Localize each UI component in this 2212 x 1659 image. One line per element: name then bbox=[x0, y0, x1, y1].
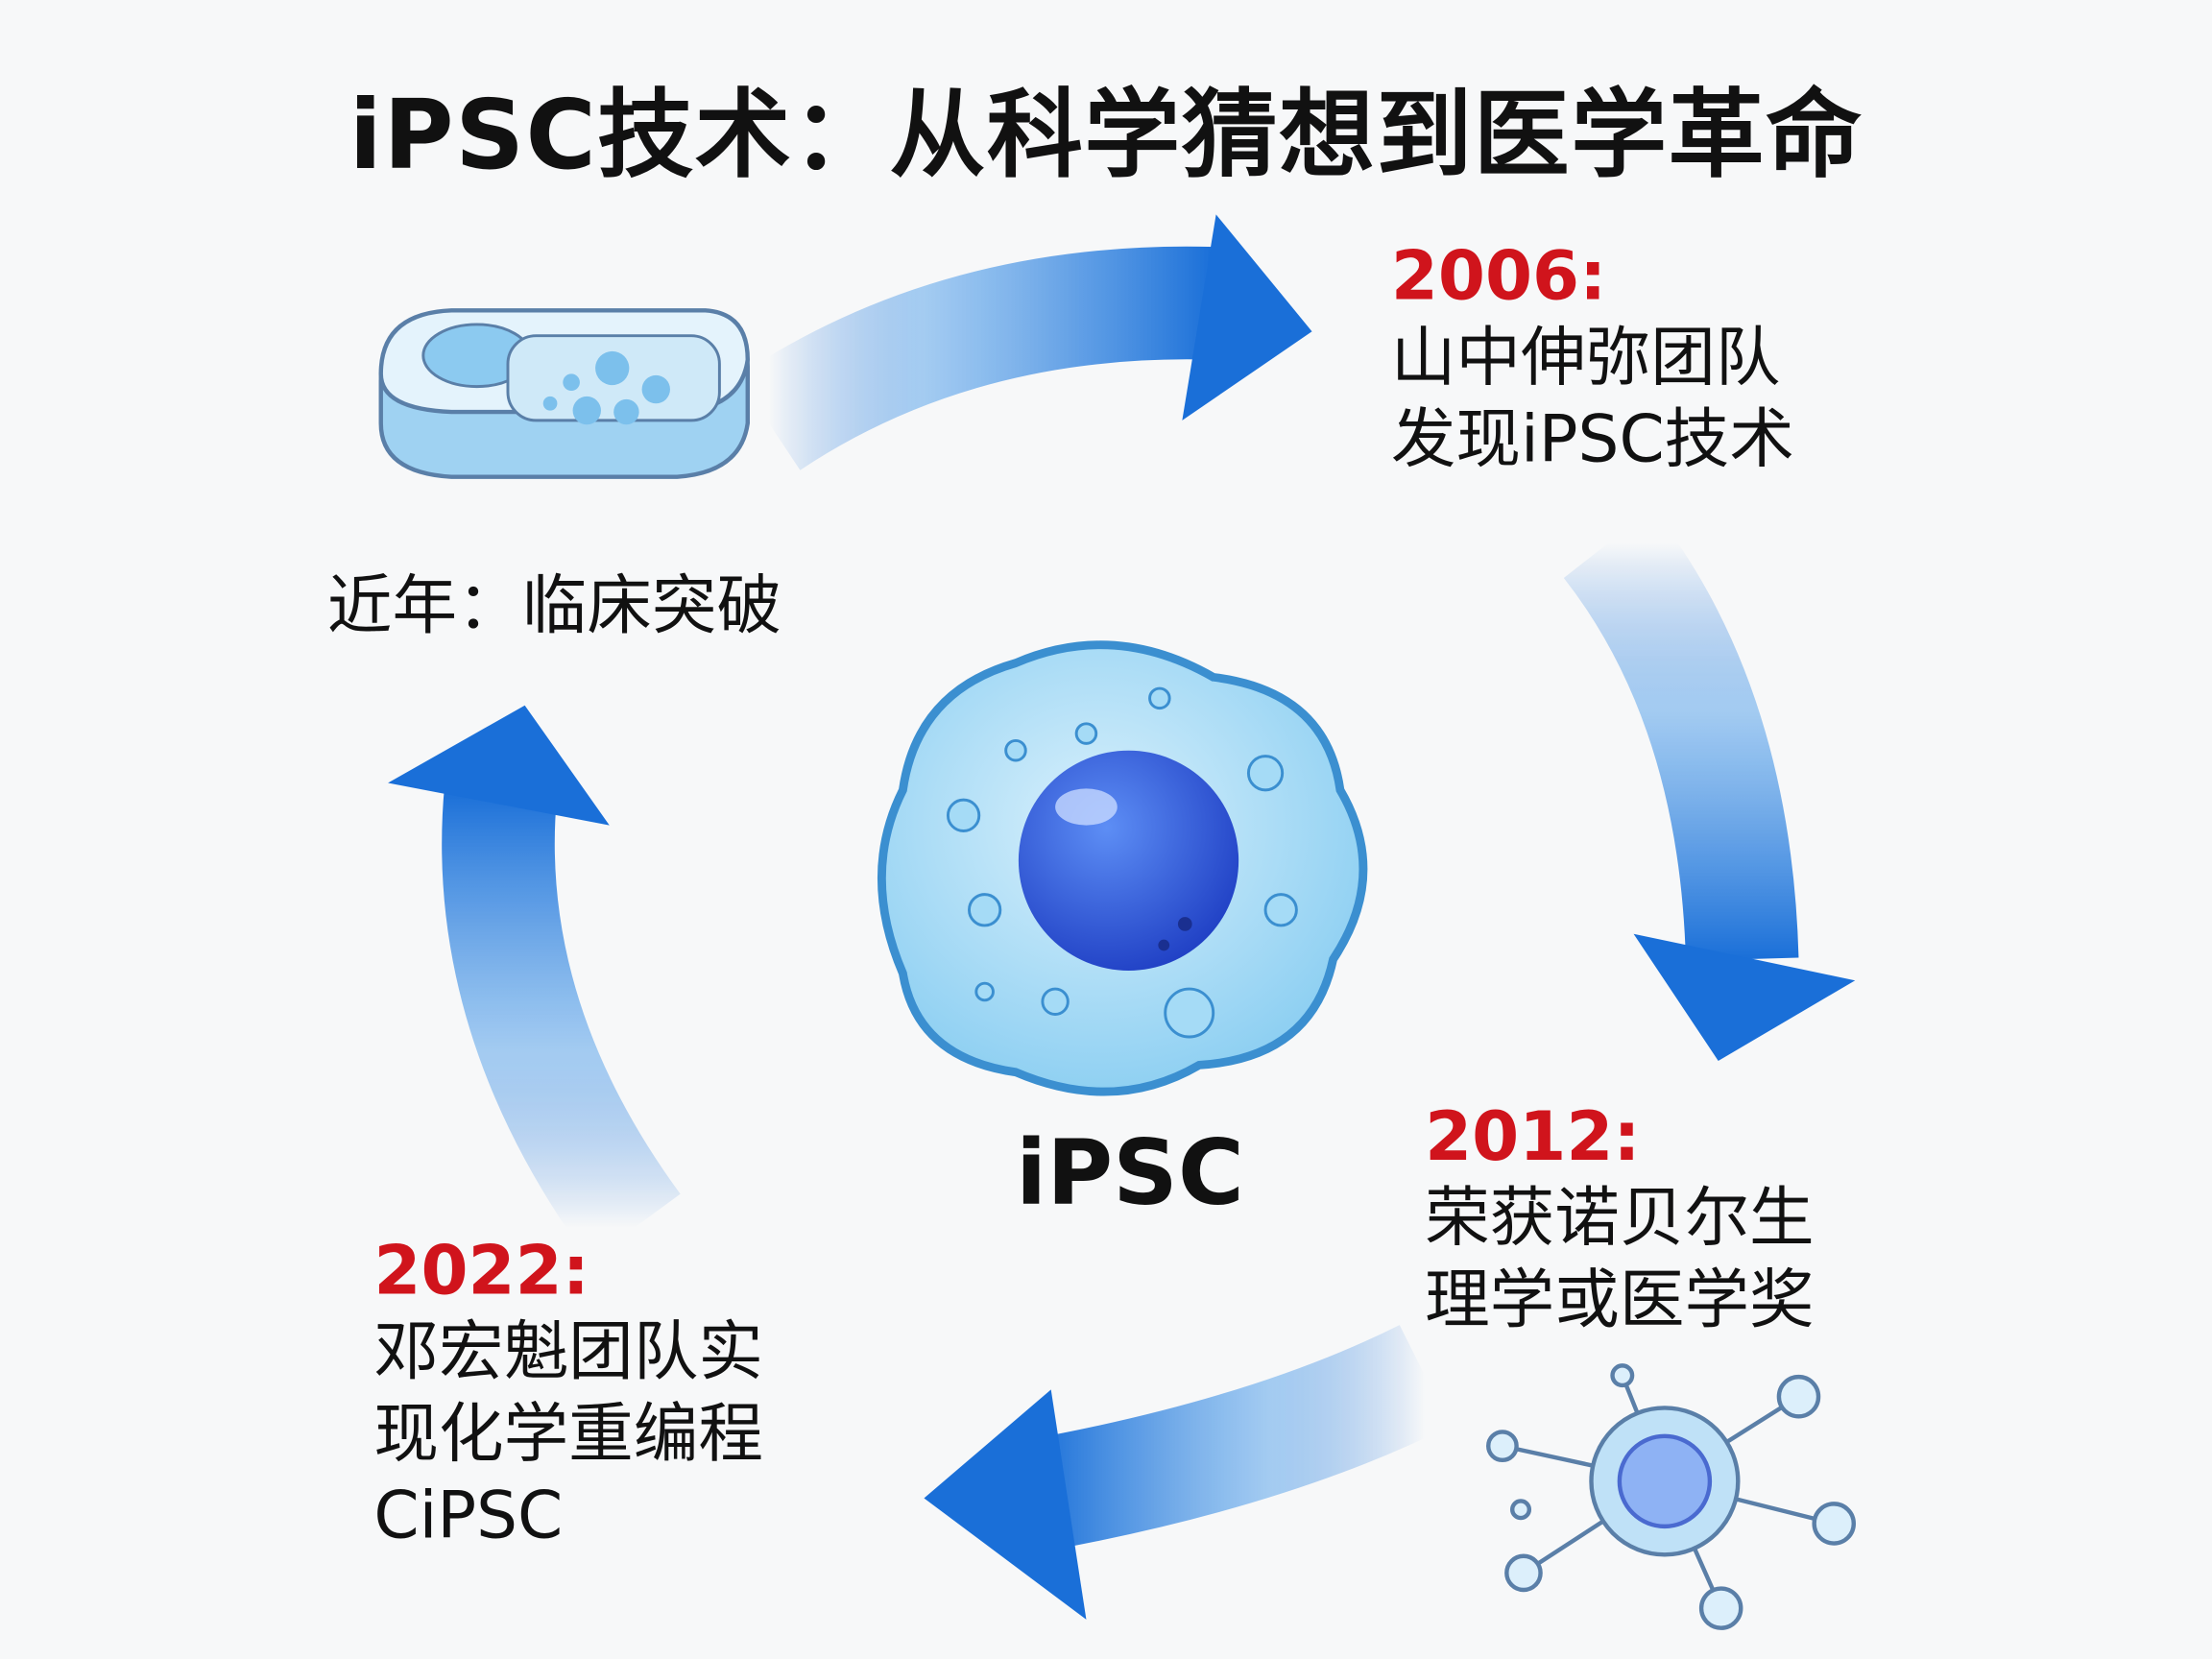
milestone-line: CiPSC bbox=[373, 1477, 564, 1553]
culture-dish-icon bbox=[378, 308, 750, 479]
arrow-to-2006 bbox=[737, 214, 1312, 470]
milestone-line: 荣获诺贝尔生 bbox=[1425, 1179, 1815, 1256]
milestone-line: 山中伸弥团队 bbox=[1390, 319, 1781, 396]
milestone-2022: 2022: 邓宏魁团队实 现化学重编程 CiPSC bbox=[373, 1232, 763, 1556]
milestone-line: 现化学重编程 bbox=[373, 1395, 763, 1472]
arrow-to-2022 bbox=[924, 1325, 1451, 1620]
differentiated-cell-icon bbox=[1486, 1363, 1856, 1630]
center-label: iPSC bbox=[1015, 1121, 1244, 1226]
milestone-year: 2022: bbox=[373, 1231, 589, 1311]
page-title: iPSC技术：从科学猜想到医学革命 bbox=[349, 80, 1863, 192]
arrow-to-recent bbox=[388, 705, 681, 1262]
milestone-2006: 2006: 山中伸弥团队 发现iPSC技术 bbox=[1391, 237, 1794, 480]
milestone-year: 2006: bbox=[1390, 236, 1607, 317]
milestone-2012: 2012: 荣获诺贝尔生 理学或医学奖 bbox=[1425, 1097, 1815, 1340]
ipsc-cell-icon bbox=[878, 640, 1368, 1096]
milestone-year: 2012: bbox=[1425, 1097, 1641, 1177]
milestone-line: 理学或医学奖 bbox=[1425, 1261, 1815, 1337]
milestone-recent: 近年：临床突破 bbox=[326, 566, 782, 644]
milestone-line: 邓宏魁团队实 bbox=[373, 1313, 763, 1390]
arrow-to-2012 bbox=[1563, 508, 1856, 1061]
milestone-line: 发现iPSC技术 bbox=[1390, 400, 1794, 477]
